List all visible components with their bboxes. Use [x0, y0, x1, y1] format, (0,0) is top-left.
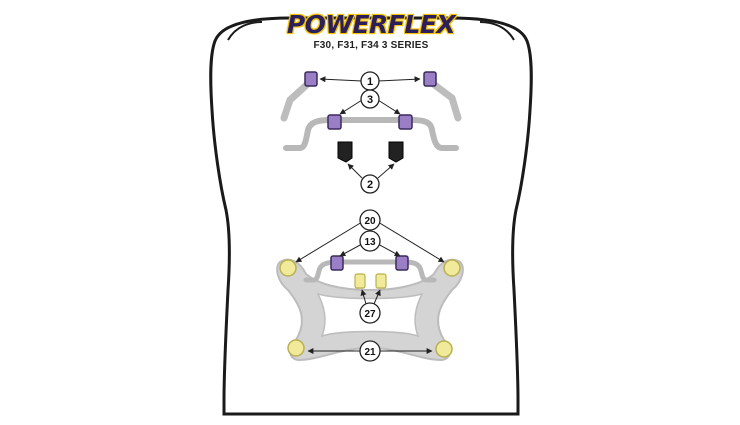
- callout-2-label: 2: [367, 179, 373, 191]
- front-right-corner: [479, 21, 515, 41]
- leader-13-left: [339, 243, 363, 257]
- callout-27-label: 27: [364, 309, 376, 320]
- callout-2: 2: [360, 174, 380, 194]
- leader-2-right: [377, 163, 395, 179]
- leader-3-right: [377, 99, 401, 115]
- bushing-1-left: [304, 71, 318, 87]
- bushing-13-left: [330, 255, 344, 271]
- bushing-21-left: [287, 339, 305, 357]
- front-left-arm: [280, 76, 316, 122]
- callout-1-label: 1: [367, 76, 373, 88]
- bushing-27-right: [375, 273, 387, 289]
- callout-21-label: 21: [364, 347, 376, 358]
- leader-3-left: [339, 99, 363, 115]
- callout-21: 21: [359, 340, 381, 362]
- leader-20-right: [377, 221, 445, 263]
- bushing-21-right: [435, 340, 453, 358]
- leader-1-left: [319, 76, 363, 83]
- leader-13-right: [377, 243, 401, 257]
- callout-3: 3: [360, 89, 380, 109]
- callout-20-label: 20: [364, 216, 376, 227]
- bushing-20-left: [279, 259, 297, 277]
- leader-27-left: [360, 289, 367, 305]
- callout-20: 20: [359, 209, 381, 231]
- front-anti-roll-bar: [283, 117, 459, 151]
- bushing-3-left: [327, 114, 342, 130]
- leader-2-left: [347, 163, 363, 179]
- callout-3-label: 3: [367, 94, 373, 106]
- callout-1: 1: [360, 71, 380, 91]
- bushing-2-left: [337, 141, 353, 163]
- bushing-1-right: [423, 71, 437, 87]
- bushing-13-right: [395, 255, 409, 271]
- callout-13-label: 13: [364, 237, 376, 248]
- leader-1-right: [377, 76, 421, 83]
- front-left-corner: [227, 21, 263, 41]
- bushing-3-right: [398, 114, 413, 130]
- leader-27-right: [373, 289, 381, 305]
- brand-logo: POWERFLEX: [286, 9, 456, 39]
- model-subtitle: F30, F31, F34 3 SERIES: [313, 40, 429, 51]
- brand-name: POWERFLEX: [286, 9, 456, 39]
- rear-anti-roll-bar: [303, 259, 437, 283]
- callout-27: 27: [359, 302, 381, 324]
- leader-20-left: [295, 221, 363, 263]
- bushing-2-right: [388, 141, 404, 163]
- callout-13: 13: [359, 230, 381, 252]
- bushing-20-right: [443, 259, 461, 277]
- bushing-27-left: [354, 273, 366, 289]
